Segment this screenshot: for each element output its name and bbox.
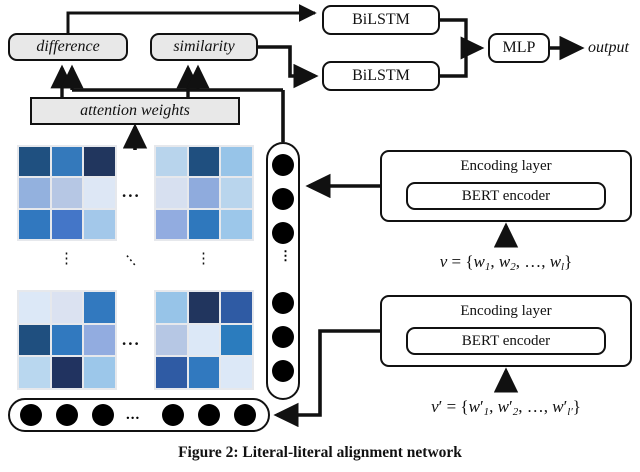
- vector-capsule-ellipsis-horizontal: ...: [126, 407, 141, 423]
- attention-heatmap-bottom-left: [17, 290, 117, 390]
- encoding-layer-top[interactable]: Encoding layer BERT encoder: [380, 150, 632, 222]
- bert-encoder-top-label: BERT encoder: [461, 187, 551, 204]
- bert-encoder-top[interactable]: BERT encoder: [406, 182, 606, 210]
- heatmap-cell: [84, 357, 115, 388]
- heatmap-cell: [84, 324, 115, 356]
- heatmap-cell: [84, 209, 115, 239]
- heatmap-row-ellipsis-top: ...: [122, 182, 141, 201]
- heatmap-cell: [51, 324, 83, 356]
- vector-node: [272, 154, 294, 176]
- bilstm-bottom-box[interactable]: BiLSTM: [322, 61, 440, 91]
- heatmap-cell: [19, 178, 50, 208]
- heatmap-cell: [156, 324, 187, 356]
- output-label: output: [588, 39, 629, 56]
- bilstm-top-label: BiLSTM: [352, 11, 410, 28]
- bilstm-top-box[interactable]: BiLSTM: [322, 5, 440, 35]
- heatmap-cell: [51, 209, 83, 239]
- attention-weights-box[interactable]: attention weights: [30, 97, 240, 125]
- encoding-layer-bottom-title: Encoding layer: [460, 303, 552, 319]
- vector-capsule-vertical: ⋮: [266, 142, 300, 400]
- heatmap-cell: [51, 178, 83, 208]
- heatmap-cell: [51, 357, 83, 388]
- heatmap-cell: [221, 324, 252, 356]
- vector-node: [272, 360, 294, 382]
- heatmap-cell: [19, 324, 50, 356]
- heatmap-cell: [156, 209, 187, 239]
- vector-capsule-horizontal: ...: [8, 398, 270, 432]
- attention-heatmap-top-right: [154, 145, 254, 241]
- mlp-label: MLP: [502, 39, 536, 56]
- heatmap-cell: [188, 209, 220, 239]
- heatmap-cell: [84, 292, 115, 323]
- vector-node: [272, 292, 294, 314]
- heatmap-cell: [221, 209, 252, 239]
- encoding-layer-top-title: Encoding layer: [460, 158, 552, 174]
- heatmap-cell: [188, 324, 220, 356]
- similarity-label: similarity: [173, 38, 235, 55]
- attention-heatmap-bottom-right: [154, 290, 254, 390]
- figure-caption: Figure 2: Literal-literal alignment netw…: [178, 444, 462, 461]
- similarity-box[interactable]: similarity: [150, 33, 258, 61]
- heatmap-cell: [84, 147, 115, 177]
- heatmap-cell: [19, 357, 50, 388]
- vector-node: [272, 222, 294, 244]
- heatmap-column-ellipsis-left: ⋮: [59, 251, 74, 267]
- heatmap-cell: [188, 357, 220, 388]
- heatmap-cell: [221, 178, 252, 208]
- input-formula-top: v = {w1, w2, …, wl}: [439, 252, 573, 274]
- vector-node: [20, 404, 42, 426]
- heatmap-cell: [188, 292, 220, 323]
- bert-encoder-bottom-label: BERT encoder: [461, 332, 551, 349]
- bert-encoder-bottom[interactable]: BERT encoder: [406, 327, 606, 355]
- vector-node: [272, 326, 294, 348]
- vector-node: [234, 404, 256, 426]
- heatmap-diagonal-ellipsis: ⋮: [120, 249, 143, 272]
- vector-node: [272, 188, 294, 210]
- heatmap-cell: [188, 147, 220, 177]
- heatmap-cell: [188, 178, 220, 208]
- vector-node: [92, 404, 114, 426]
- bilstm-bottom-label: BiLSTM: [352, 67, 410, 84]
- heatmap-cell: [156, 292, 187, 323]
- heatmap-cell: [19, 209, 50, 239]
- heatmap-cell: [84, 178, 115, 208]
- heatmap-cell: [51, 292, 83, 323]
- heatmap-cell: [19, 147, 50, 177]
- vector-node: [56, 404, 78, 426]
- heatmap-cell: [221, 147, 252, 177]
- heatmap-cell: [221, 357, 252, 388]
- mlp-box[interactable]: MLP: [488, 33, 550, 63]
- encoding-layer-bottom[interactable]: Encoding layer BERT encoder: [380, 295, 632, 367]
- attention-weights-label: attention weights: [80, 102, 190, 119]
- heatmap-column-ellipsis-right: ⋮: [196, 251, 211, 267]
- heatmap-cell: [221, 292, 252, 323]
- vector-node: [162, 404, 184, 426]
- vector-node: [198, 404, 220, 426]
- vector-capsule-ellipsis-vertical: ⋮: [279, 248, 292, 263]
- heatmap-cell: [156, 178, 187, 208]
- difference-box[interactable]: difference: [8, 33, 128, 61]
- attention-heatmap-top-left: [17, 145, 117, 241]
- heatmap-cell: [156, 357, 187, 388]
- heatmap-cell: [156, 147, 187, 177]
- heatmap-cell: [19, 292, 50, 323]
- difference-label: difference: [36, 38, 100, 55]
- input-formula-bottom: v′ = {w′1, w′2, …, w′l′}: [431, 397, 581, 419]
- heatmap-cell: [51, 147, 83, 177]
- heatmap-row-ellipsis-bottom: ...: [122, 330, 141, 349]
